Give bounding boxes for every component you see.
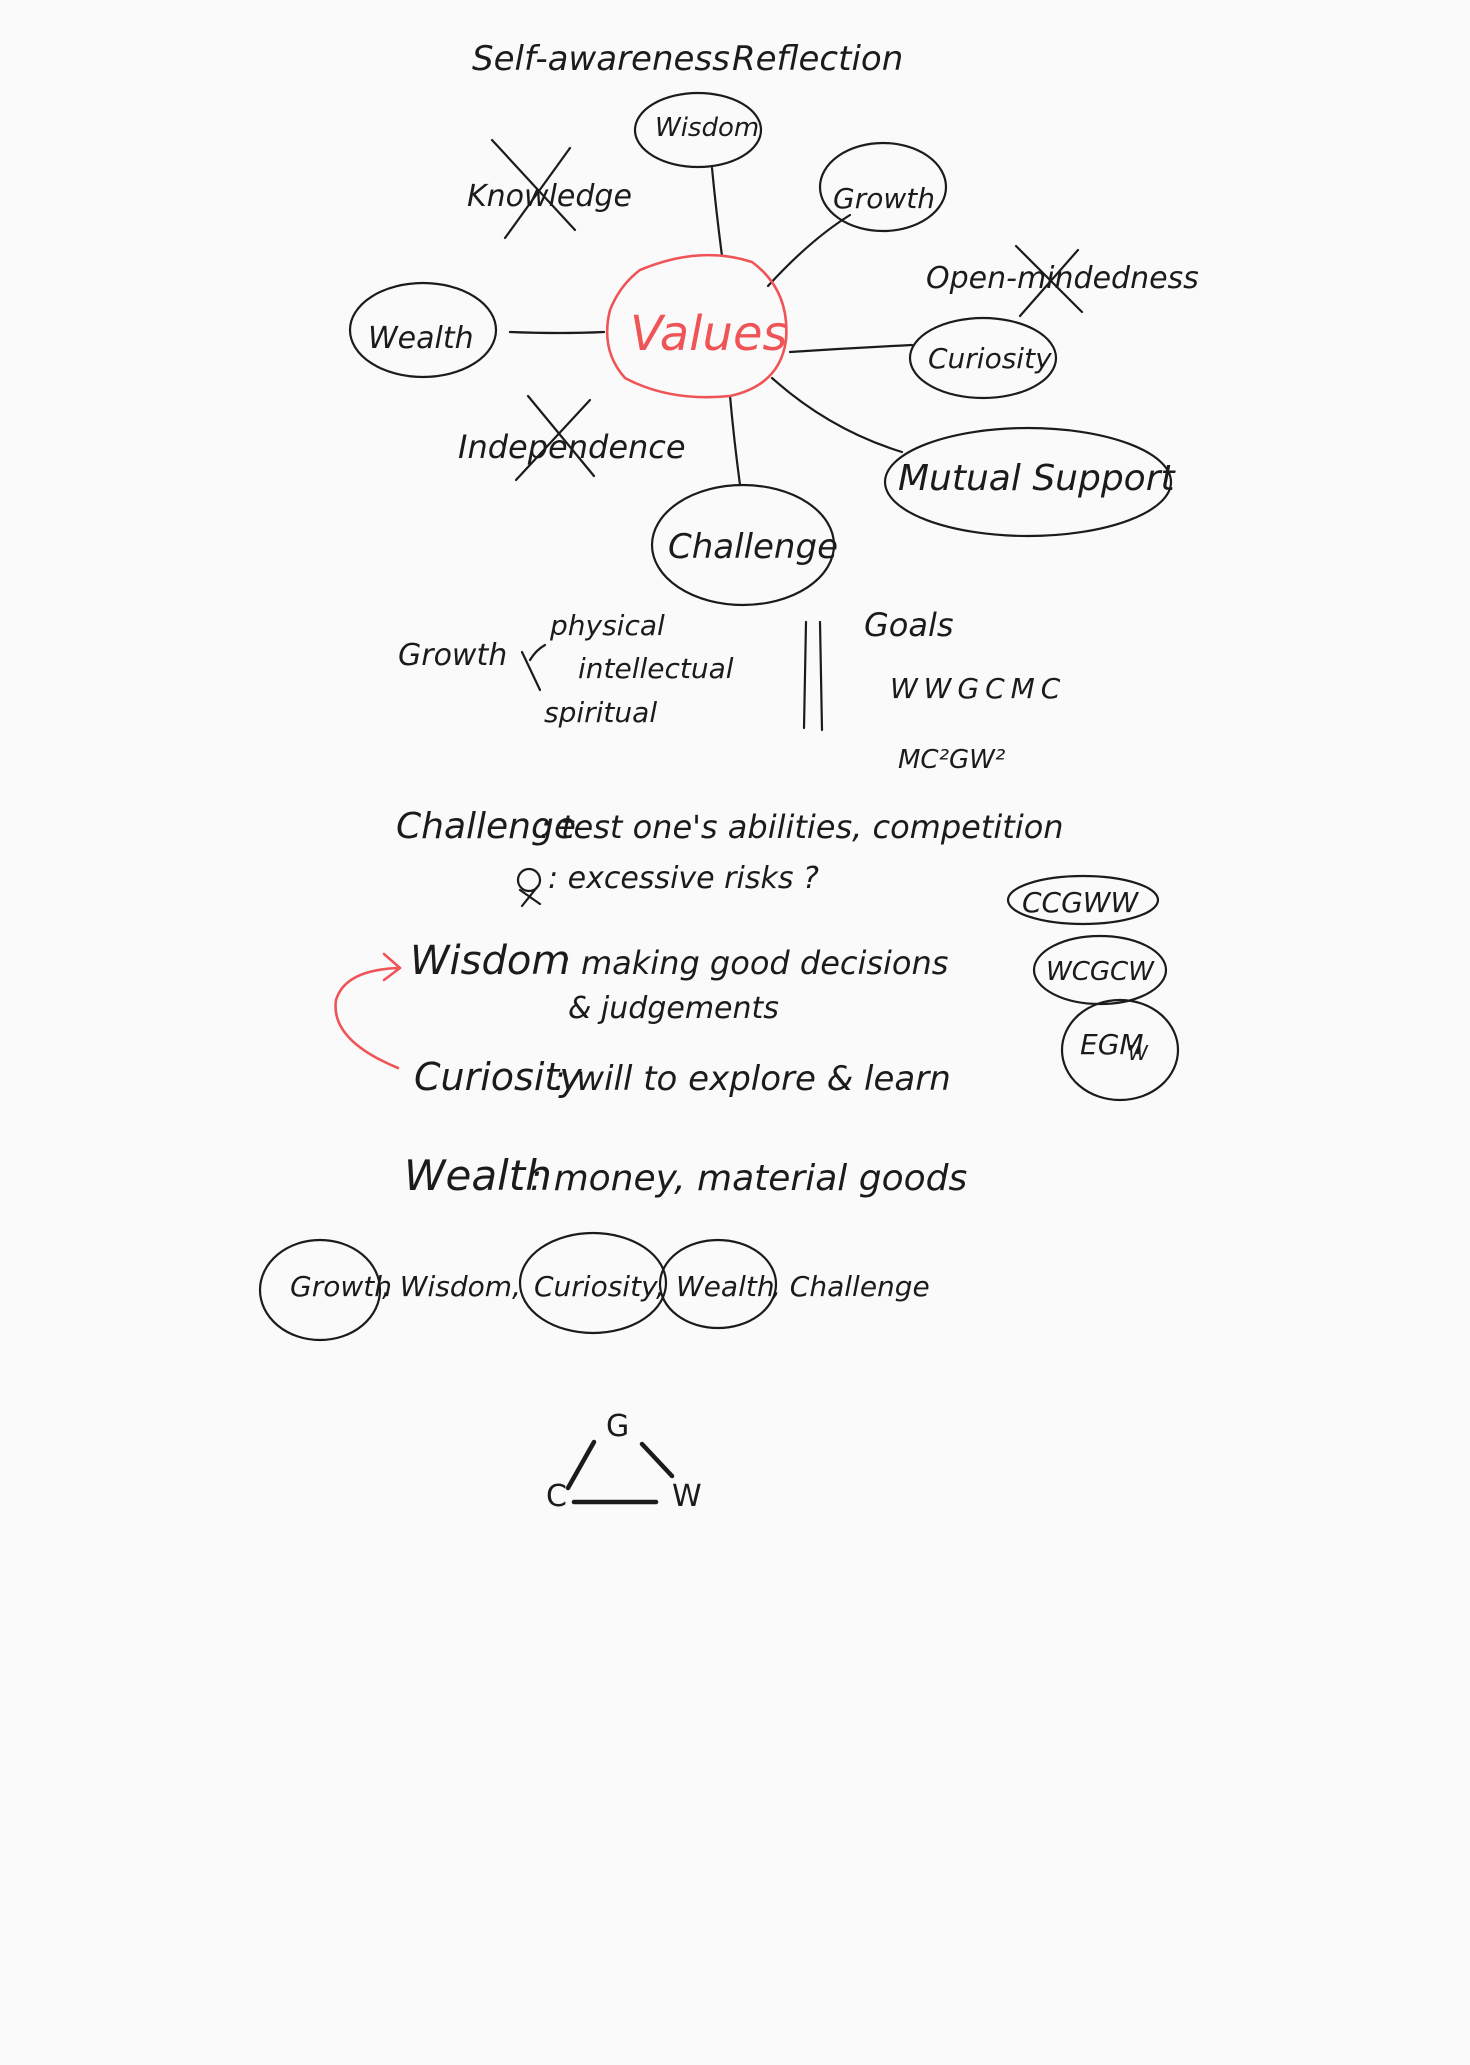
wealth-bubble (348, 281, 498, 379)
independence-label: Independence (458, 428, 686, 466)
curiosity-def: : will to explore & learn (554, 1059, 951, 1099)
definition-challenge: Challenge : test one's abilities, compet… (396, 806, 1064, 908)
node-growth: Growth (818, 141, 948, 233)
swap-arrow-curve (334, 966, 400, 1070)
ranking-growth-circle (258, 1238, 382, 1342)
growth-type-spiritual: spiritual (544, 696, 657, 729)
open-mindedness-cross (1014, 244, 1084, 318)
triangle-diagram: G C W (546, 1409, 702, 1514)
ccgww-label: CCGWW (1022, 886, 1139, 919)
challenge-term: Challenge (396, 806, 576, 847)
growth-type-physical: physical (549, 609, 665, 642)
connector-challenge (728, 394, 742, 487)
definition-wealth: Wealth : money, material goods (404, 1151, 967, 1200)
title-reflection: Reflection (732, 39, 903, 79)
goals-line2: MC²GW² (898, 745, 1005, 775)
connector-wealth (508, 330, 606, 335)
values-bubble (605, 253, 788, 399)
values-label: Values (630, 306, 787, 362)
code-ccgww: CCGWW (1006, 874, 1160, 926)
triangle-edge-right (639, 1441, 675, 1479)
swap-arrow-icon (334, 952, 402, 1070)
ccgww-bubble (1006, 874, 1160, 926)
ranking: Growth , Wisdom, Curiosity , Wealth , Ch… (258, 1231, 930, 1342)
definition-curiosity: Curiosity : will to explore & learn (414, 1055, 951, 1099)
wisdom-def2: & judgements (568, 991, 779, 1026)
node-challenge: Challenge (650, 483, 838, 607)
wisdom-term: Wisdom (410, 938, 570, 984)
worried-face-icon (516, 867, 542, 908)
egm-sub-label: W (1128, 1041, 1149, 1065)
double-divider (802, 620, 824, 732)
growth-types-bracket (520, 643, 547, 692)
wealth-def: : money, material goods (530, 1158, 967, 1199)
connector-curiosity (788, 343, 914, 354)
ranking-wealth-circle (658, 1238, 778, 1330)
crossed-independence: Independence (458, 394, 686, 482)
independence-cross (514, 394, 596, 482)
triangle-top: G (606, 1409, 629, 1444)
node-mutual-support: Mutual Support (883, 426, 1177, 538)
code-wcgcw: WCGCW (1032, 934, 1168, 1006)
growth-types: Growth physical intellectual spiritual (398, 609, 734, 729)
goals-line1: WWGCMC (890, 672, 1066, 705)
challenge-def: : test one's abilities, competition (540, 808, 1064, 846)
ranking-wealth: Wealth (676, 1270, 775, 1303)
wealth-term: Wealth (404, 1151, 552, 1200)
connector-growth (766, 213, 852, 288)
goals: Goals WWGCMC MC²GW² (864, 606, 1066, 775)
ranking-curiosity: Curiosity (534, 1270, 658, 1303)
mutual-support-label: Mutual Support (898, 458, 1177, 499)
triangle-right: W (672, 1479, 702, 1514)
growth-types-label: Growth (398, 638, 507, 673)
challenge-label: Challenge (668, 527, 838, 567)
node-curiosity: Curiosity (908, 316, 1058, 400)
growth-bubble (818, 141, 948, 233)
swap-arrow-head (382, 952, 402, 982)
title-self-awareness: Self-awareness (472, 39, 730, 79)
wisdom-def1: : making good decisions (560, 944, 948, 982)
goals-label: Goals (864, 606, 954, 644)
code-egm: EGM W (1060, 998, 1180, 1102)
growth-type-intellectual: intellectual (578, 652, 734, 685)
crossed-knowledge: Knowledge (467, 138, 632, 240)
wcgcw-label: WCGCW (1046, 957, 1155, 987)
node-values: Values (605, 253, 788, 399)
wisdom-bubble (633, 91, 763, 169)
node-wealth: Wealth (348, 281, 498, 379)
curiosity-label: Curiosity (928, 342, 1052, 375)
ranking-curiosity-circle (518, 1231, 668, 1335)
egm-label: EGM (1080, 1028, 1144, 1061)
challenge-note: : excessive risks ? (548, 861, 819, 896)
challenge-bubble (650, 483, 836, 607)
curiosity-bubble (908, 316, 1058, 400)
triangle-edge-left (565, 1439, 597, 1491)
mutual-support-bubble (883, 426, 1173, 538)
knowledge-label: Knowledge (467, 179, 632, 214)
wealth-label: Wealth (368, 321, 474, 356)
curiosity-term: Curiosity (414, 1055, 582, 1099)
ranking-growth: Growth (290, 1270, 392, 1303)
egm-bubble (1060, 998, 1180, 1102)
crossed-open-mindedness: Open-mindedness (926, 244, 1199, 318)
definition-wisdom: Wisdom : making good decisions & judgeme… (410, 938, 948, 1026)
node-wisdom: Wisdom (633, 91, 763, 169)
ranking-challenge: , Challenge (772, 1270, 930, 1303)
knowledge-cross (490, 138, 577, 240)
triangle-left: C (546, 1479, 567, 1514)
ranking-wisdom: , Wisdom, (382, 1270, 521, 1303)
wisdom-label: Wisdom (655, 113, 759, 143)
growth-label: Growth (833, 182, 935, 215)
connector-mutual-support (770, 376, 904, 454)
connector-wisdom (710, 166, 724, 258)
